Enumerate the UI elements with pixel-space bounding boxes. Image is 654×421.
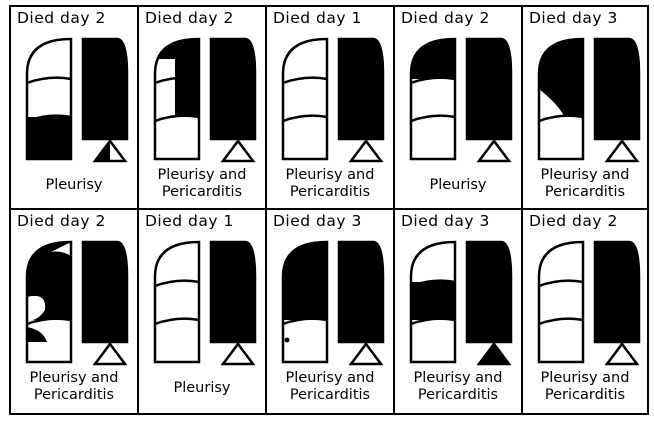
lung-diagram	[267, 29, 395, 179]
caption-line: Pleurisy and	[395, 370, 521, 387]
left-lobe-1	[27, 39, 71, 79]
case-header: Died day 2	[17, 9, 131, 27]
lung-diagram	[11, 232, 139, 382]
caption-line: Pleurisy and	[267, 370, 393, 387]
case-caption: Pleurisy	[395, 177, 521, 194]
lung-diagram	[523, 29, 651, 179]
left-lobe-2	[539, 282, 583, 320]
left-lobe-1	[411, 242, 455, 282]
case-header: Died day 2	[17, 212, 131, 230]
case-header: Died day 1	[273, 9, 387, 27]
case-header: Died day 2	[529, 212, 641, 230]
caption-line: Pericarditis	[267, 387, 393, 404]
right-lung	[595, 39, 639, 139]
lung-diagram	[139, 29, 267, 179]
right-lung	[339, 39, 383, 139]
lung-diagram	[395, 232, 523, 382]
case-header: Died day 3	[401, 212, 515, 230]
left-lobe-1	[411, 39, 455, 79]
caption-line: Pleurisy and	[11, 370, 137, 387]
heart-triangle	[223, 141, 253, 161]
caption-line: Pericarditis	[523, 184, 647, 201]
case-header: Died day 3	[273, 212, 387, 230]
caption-line: Pleurisy and	[139, 167, 265, 184]
left-lobe-2	[27, 79, 71, 117]
caption-line: Pericarditis	[523, 387, 647, 404]
left-lobe-3	[411, 117, 455, 159]
caption-line: Pericarditis	[139, 184, 265, 201]
case-header: Died day 2	[401, 9, 515, 27]
heart-triangle	[607, 344, 637, 364]
heart-triangle	[479, 344, 509, 364]
left-lobe-3	[155, 320, 199, 362]
right-lung	[83, 39, 127, 139]
right-lung	[595, 242, 639, 342]
left-lobe-2	[283, 79, 327, 117]
left-lobe-1	[155, 242, 199, 282]
right-lung	[211, 39, 255, 139]
caption-line: Pericarditis	[267, 184, 393, 201]
left-lobe-1	[283, 242, 327, 282]
case-panel: Died day 1 Pleurisy	[139, 210, 267, 413]
left-lobe-3	[539, 320, 583, 362]
left-lobe-3	[411, 320, 455, 362]
case-panel: Died day 2 Pleurisy	[11, 7, 139, 210]
heart-triangle	[223, 344, 253, 364]
left-lobe-3	[155, 117, 199, 159]
case-header: Died day 2	[145, 9, 259, 27]
caption-line: Pericarditis	[11, 387, 137, 404]
right-lung	[467, 242, 511, 342]
left-lobe-3	[283, 320, 327, 362]
lung-diagram	[139, 232, 267, 382]
case-caption: Pleurisy	[139, 380, 265, 397]
heart-triangle	[479, 141, 509, 161]
right-lung	[467, 39, 511, 139]
right-lung	[83, 242, 127, 342]
heart-triangle	[351, 344, 381, 364]
caption-line: Pleurisy	[395, 177, 521, 194]
caption-line: Pericarditis	[395, 387, 521, 404]
caption-line: Pleurisy and	[523, 167, 647, 184]
heart-triangle	[95, 344, 125, 364]
lung-diagram	[395, 29, 523, 179]
case-header: Died day 3	[529, 9, 641, 27]
left-lobe-1	[539, 39, 583, 79]
left-lobe-1	[283, 39, 327, 79]
caption-line: Pleurisy	[11, 177, 137, 194]
lung-diagram	[267, 232, 395, 382]
left-lobe-2	[283, 282, 327, 320]
caption-line: Pleurisy and	[523, 370, 647, 387]
right-lung	[211, 242, 255, 342]
left-lobe-1	[539, 242, 583, 282]
caption-line: Pleurisy and	[267, 167, 393, 184]
case-panel: Died day 2 Pleurisy	[395, 7, 523, 210]
left-lobe-3	[283, 117, 327, 159]
case-caption: Pleurisy	[11, 177, 137, 194]
left-lobe-2	[411, 282, 455, 320]
heart-triangle	[607, 141, 637, 161]
lung-diagram	[523, 232, 651, 382]
heart-triangle	[351, 141, 381, 161]
lung-diagram	[11, 29, 139, 179]
caption-line: Pleurisy	[139, 380, 265, 397]
left-lobe-2	[155, 282, 199, 320]
left-lobe-2	[411, 79, 455, 117]
case-header: Died day 1	[145, 212, 259, 230]
right-lung	[339, 242, 383, 342]
